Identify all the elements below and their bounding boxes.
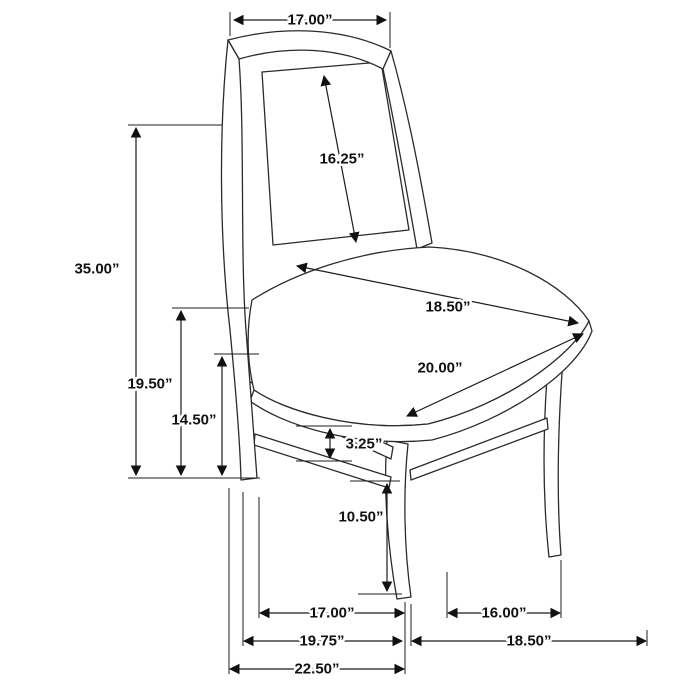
dim-label-seat-height-rear: 19.50” xyxy=(127,376,172,393)
dim-side-leg-spacing: 16.00” xyxy=(446,602,562,624)
dim-base-depth: 19.75” xyxy=(242,630,404,652)
dim-label-side-leg-spacing: 16.00” xyxy=(481,605,526,622)
chair-back-right-post xyxy=(382,50,433,250)
dim-label-seat-depth-diagonal: 18.50” xyxy=(425,299,470,316)
dim-base-width: 18.50” xyxy=(410,630,648,652)
dim-stretcher-thickness: 3.25” xyxy=(296,425,385,462)
dim-label-stretcher-thickness: 3.25” xyxy=(346,436,383,453)
dim-seat-height-front: 14.50” xyxy=(169,353,259,477)
dimension-arrow xyxy=(295,262,580,327)
dim-overall-depth: 22.50” xyxy=(228,658,406,680)
base-extension-lines xyxy=(228,488,648,674)
chair-seat-edge-band xyxy=(249,320,593,443)
dim-seat-width-diagonal: 20.00” xyxy=(406,333,584,417)
chair-front-leg xyxy=(384,439,412,600)
dim-back-panel-height: 16.25” xyxy=(317,74,367,244)
chair-back-left-post-leg xyxy=(220,39,258,481)
dim-seat-height-rear: 19.50” xyxy=(125,307,249,477)
chair-seat-cushion xyxy=(247,246,590,427)
dim-front-leg-spacing: 17.00” xyxy=(258,602,406,624)
dimension-arrow xyxy=(320,74,360,244)
dim-label-back-top-width: 17.00” xyxy=(287,12,332,29)
dim-overall-height: 35.00” xyxy=(72,124,260,479)
dim-label-stretcher-to-floor: 10.50” xyxy=(338,509,383,526)
dim-label-front-leg-spacing: 17.00” xyxy=(309,605,354,622)
dimension-arrow xyxy=(406,333,584,417)
dimension-annotations: 17.00” 16.25” 35.00” 19.50” xyxy=(72,9,648,680)
dim-label-overall-height: 35.00” xyxy=(74,261,119,278)
dim-back-top-width: 17.00” xyxy=(229,9,391,48)
dim-label-seat-width-diagonal: 20.00” xyxy=(417,360,462,377)
dim-label-seat-height-front: 14.50” xyxy=(171,412,216,429)
dim-label-overall-depth: 22.50” xyxy=(294,661,339,678)
dim-label-back-panel-height: 16.25” xyxy=(319,151,364,168)
dim-label-base-depth: 19.75” xyxy=(299,633,344,650)
dim-stretcher-to-floor: 10.50” xyxy=(336,480,402,595)
dim-seat-depth-diagonal: 18.50” xyxy=(295,262,580,327)
dim-label-base-width: 18.50” xyxy=(506,633,551,650)
chair-right-stretcher xyxy=(409,417,549,481)
